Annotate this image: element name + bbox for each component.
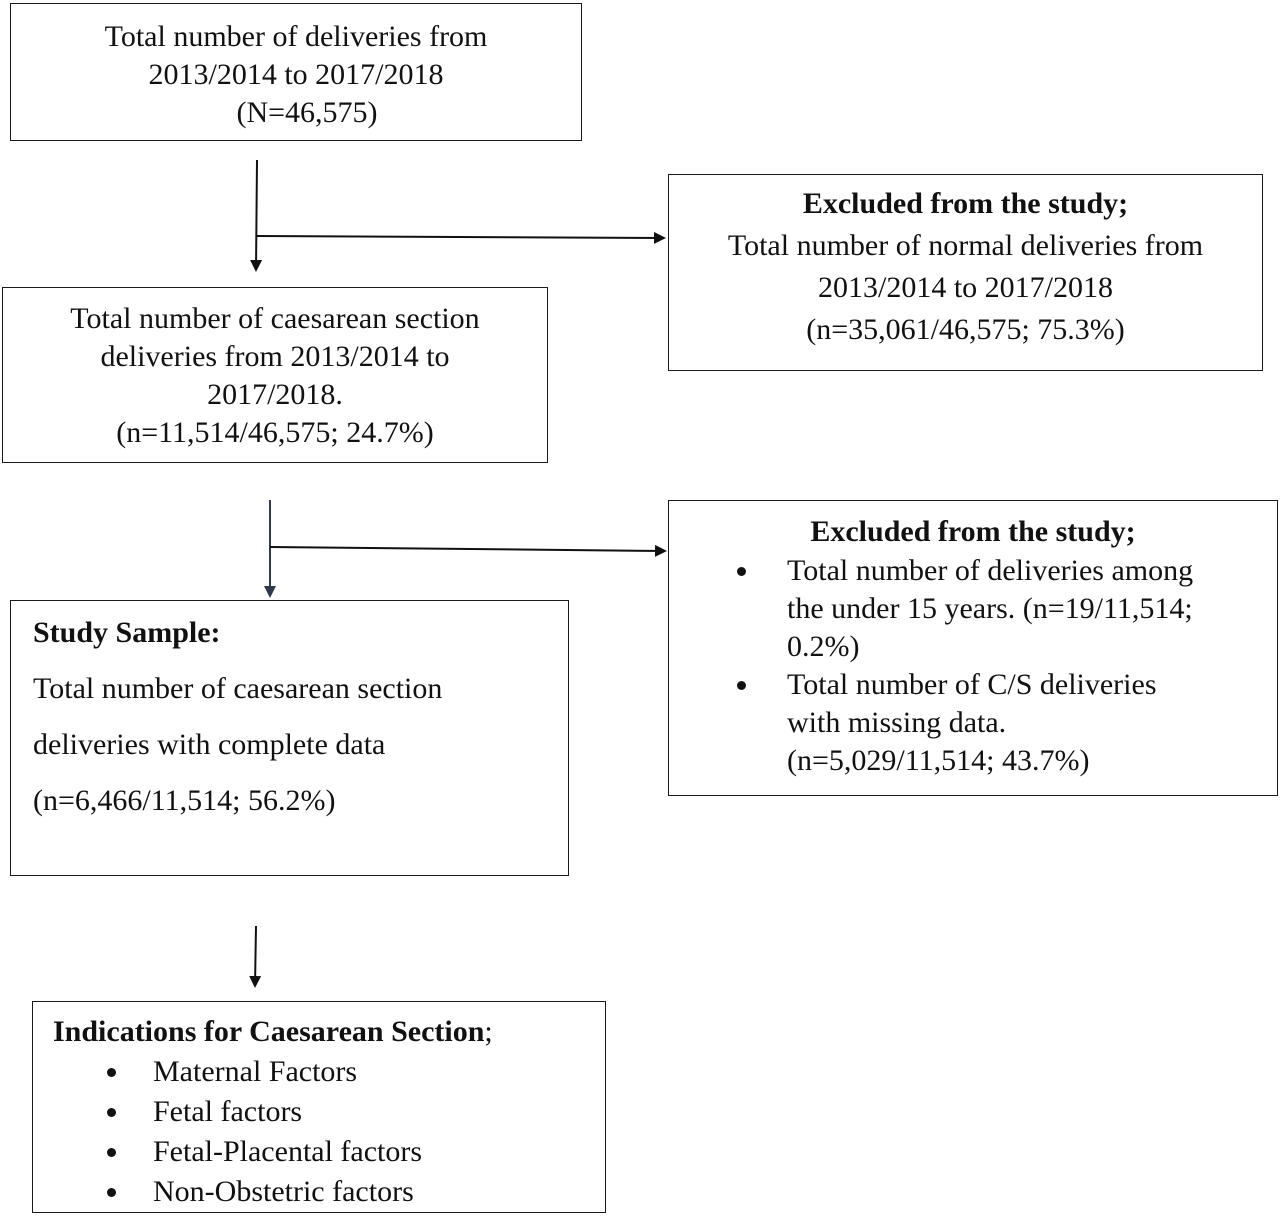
arrow-to-excluded-normal — [256, 231, 666, 244]
excluded-missing-list: Total number of deliveries among the und… — [669, 552, 1277, 780]
indications-box: Indications for Caesarean Section; Mater… — [32, 1001, 606, 1213]
study-sample-box: Study Sample: Total number of caesarean … — [10, 600, 569, 876]
indications-list: Maternal Factors Fetal factors Fetal-Pla… — [53, 1053, 605, 1211]
excluded-normal-heading: Excluded from the study; — [802, 187, 1129, 220]
indications-heading-line: Indications for Caesarean Section; — [53, 1013, 605, 1051]
study-sample-line-3: (n=6,466/11,514; 56.2%) — [33, 784, 336, 817]
caesarean-deliveries-box: Total number of caesarean section delive… — [2, 287, 548, 463]
indication-item-fetal: Fetal factors — [107, 1093, 605, 1131]
cs-line-4: (n=11,514/46,575; 24.7%) — [116, 416, 434, 449]
arrow-total-to-cs — [250, 159, 263, 272]
excluded-normal-box: Excluded from the study; Total number of… — [668, 174, 1263, 371]
excluded-normal-line-2: 2013/2014 to 2017/2018 — [817, 271, 1113, 304]
cs-line-2: deliveries from 2013/2014 to — [100, 340, 450, 373]
indications-heading-suffix: ; — [484, 1015, 493, 1048]
cs-line-3: 2017/2018. — [207, 378, 343, 411]
excluded-missing-heading: Excluded from the study; — [810, 515, 1136, 548]
indication-label-fetal: Fetal factors — [153, 1095, 303, 1128]
excluded-missing-line-1: Total number of C/S deliveries — [787, 668, 1157, 701]
excluded-normal-line-1: Total number of normal deliveries from — [727, 229, 1204, 262]
excluded-missing-box: Excluded from the study; Total number of… — [668, 500, 1278, 796]
indications-heading: Indications for Caesarean Section — [53, 1015, 485, 1048]
study-sample-heading: Study Sample: — [33, 616, 221, 649]
cs-line-1: Total number of caesarean section — [70, 302, 480, 335]
indication-item-fetal-placental: Fetal-Placental factors — [107, 1133, 605, 1171]
excluded-under15-line-1: Total number of deliveries among — [787, 554, 1194, 587]
study-sample-line-2: deliveries with complete data — [33, 728, 386, 761]
total-deliveries-box: Total number of deliveries from 2013/201… — [10, 3, 582, 141]
indication-item-maternal: Maternal Factors — [107, 1053, 605, 1091]
indication-item-non-obstetric: Non-Obstetric factors — [107, 1173, 605, 1211]
total-line-1: Total number of deliveries from — [104, 20, 488, 53]
indication-label-fetal-placental: Fetal-Placental factors — [153, 1135, 423, 1168]
excluded-missing-line-2: with missing data. — [787, 706, 1007, 739]
excluded-under15-line-2: the under 15 years. (n=19/11,514; — [787, 592, 1193, 625]
study-sample-line-1: Total number of caesarean section — [33, 672, 443, 705]
arrow-to-excluded-missing — [269, 544, 667, 557]
excluded-under15-line-3: 0.2%) — [787, 630, 860, 663]
indication-label-maternal: Maternal Factors — [153, 1055, 358, 1088]
arrow-sample-to-indications — [249, 925, 262, 988]
excluded-item-missing: Total number of C/S deliveries with miss… — [737, 666, 1277, 780]
indication-label-non-obstetric: Non-Obstetric factors — [153, 1175, 414, 1208]
excluded-item-under15: Total number of deliveries among the und… — [737, 552, 1277, 666]
total-line-2: 2013/2014 to 2017/2018 — [148, 58, 444, 91]
excluded-missing-line-3: (n=5,029/11,514; 43.7%) — [787, 744, 1090, 777]
excluded-normal-line-3: (n=35,061/46,575; 75.3%) — [806, 313, 1125, 346]
total-line-3: (N=46,575) — [236, 96, 378, 129]
